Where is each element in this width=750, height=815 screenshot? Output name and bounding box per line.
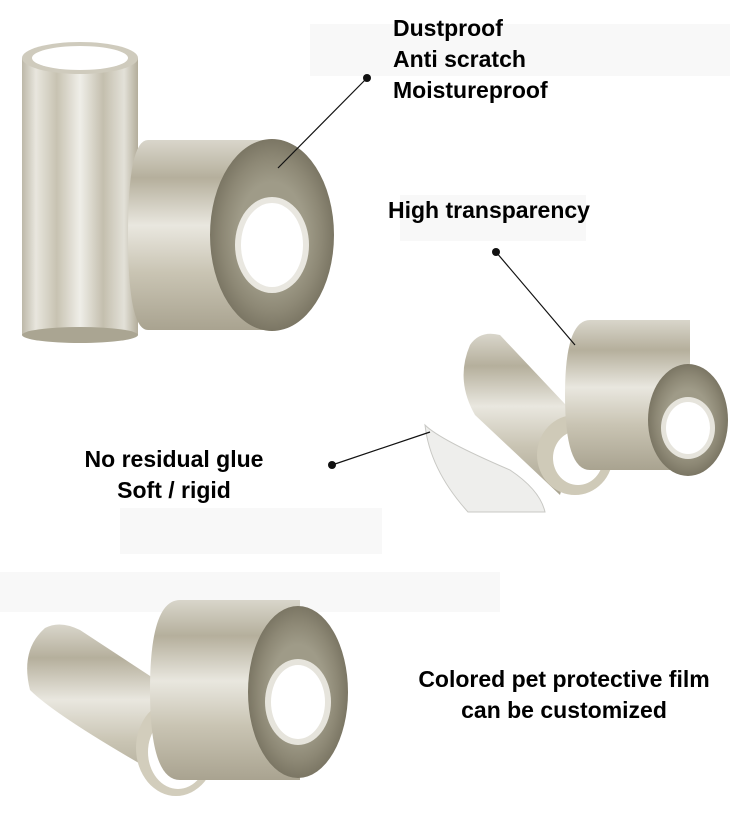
callout-dot-top (363, 74, 371, 82)
caption-top: Dustproof Anti scratch Moistureproof (393, 13, 548, 106)
callout-line-top (277, 77, 368, 169)
caption-soft-rigid: Soft / rigid (117, 477, 231, 503)
callout-dot-middle (492, 248, 500, 256)
caption-customized: can be customized (461, 697, 667, 723)
caption-moistureproof: Moistureproof (393, 77, 548, 103)
caption-bottom: Colored pet protective film can be custo… (408, 664, 720, 726)
caption-dustproof: Dustproof (393, 15, 503, 41)
caption-anti-scratch: Anti scratch (393, 46, 526, 72)
callout-dot-left (328, 461, 336, 469)
roll-horizontal-top (128, 139, 334, 331)
bg-panel-left (120, 508, 382, 554)
callout-line-middle (495, 251, 576, 346)
caption-high-transparency: High transparency (388, 197, 590, 223)
film-sheet (424, 423, 546, 513)
bg-panel-middle (400, 195, 586, 241)
caption-middle: High transparency (388, 195, 590, 226)
bg-panel-top (310, 24, 730, 76)
caption-left: No residual glue Soft / rigid (76, 444, 272, 506)
callout-line-left (331, 431, 431, 466)
roll-bottom-back (150, 600, 348, 780)
caption-colored-film: Colored pet protective film (418, 666, 710, 692)
roll-vertical (22, 42, 138, 343)
roll-middle-back (565, 320, 728, 476)
caption-no-residual-glue: No residual glue (84, 446, 264, 472)
